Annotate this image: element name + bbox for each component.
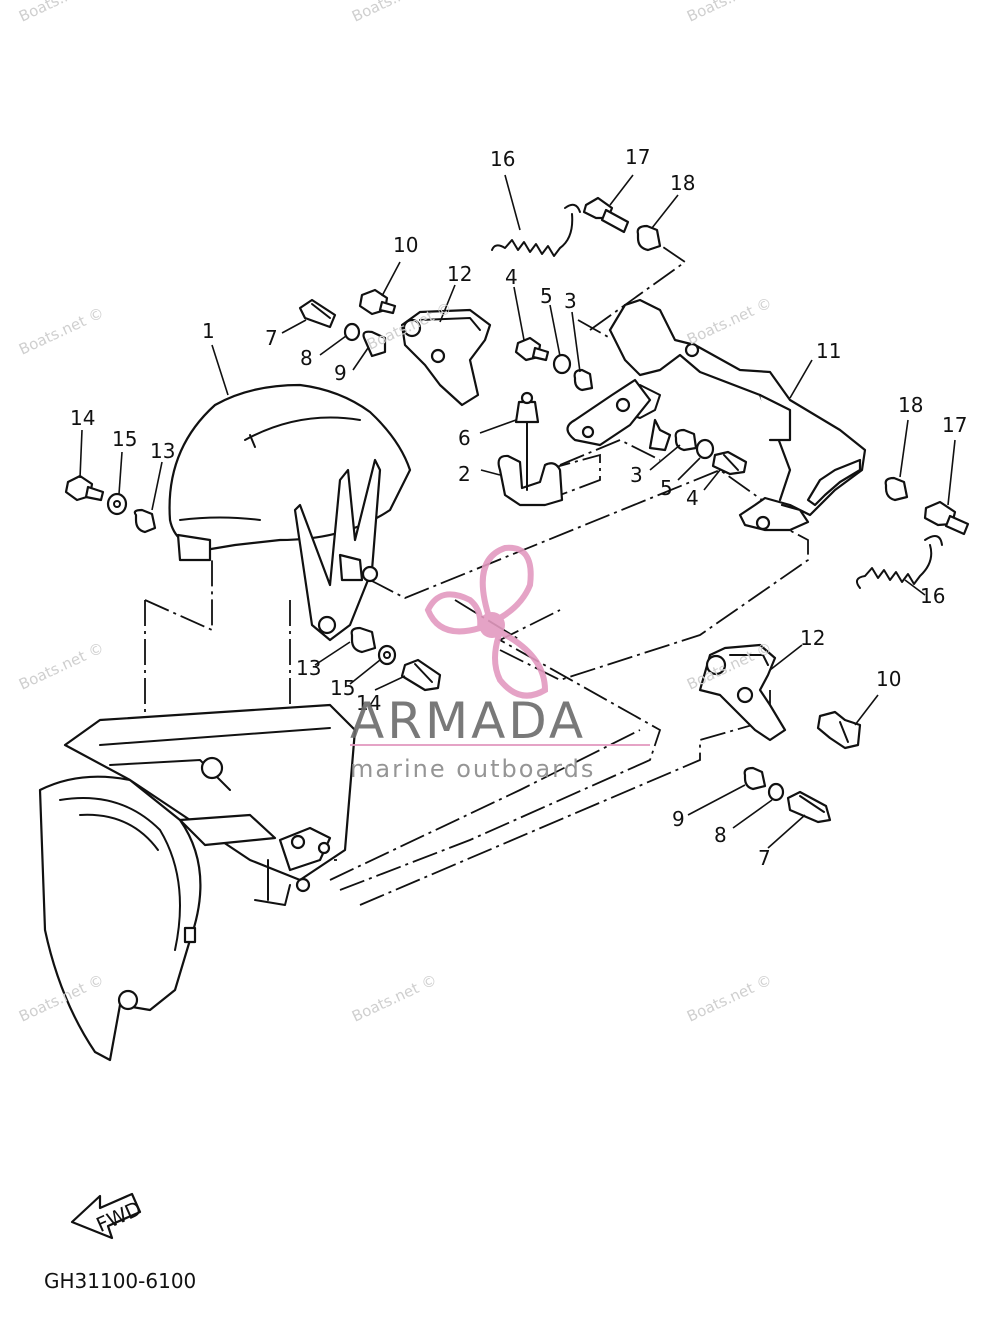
callout-9a: 9: [334, 361, 347, 385]
callout-5a: 5: [540, 284, 553, 308]
watermark-text: Boats.net ©: [16, 639, 107, 694]
washer-8-lower: [767, 782, 785, 802]
bushing-18-lower: [884, 476, 909, 502]
watermark-text: Boats.net ©: [16, 0, 107, 26]
left-bracket: [293, 458, 382, 642]
bolt-4-lower: [711, 450, 748, 476]
callout-12a: 12: [447, 262, 472, 286]
callout-12b: 12: [800, 626, 825, 650]
callout-5b: 5: [660, 476, 673, 500]
callout-13a: 13: [150, 439, 175, 463]
callout-10b: 10: [876, 667, 901, 691]
callout-8a: 8: [300, 346, 313, 370]
watermark-text: Boats.net ©: [684, 971, 775, 1026]
logo-tagline: marine outboards: [350, 755, 595, 783]
callout-18b: 18: [898, 393, 923, 417]
bushing-9-lower: [743, 766, 767, 791]
callout-7b: 7: [758, 846, 771, 870]
bolt-14-mid: [400, 658, 442, 692]
washer-8-upper: [343, 322, 361, 342]
part-2-u-clip: [497, 391, 564, 507]
callout-3b: 3: [630, 463, 643, 487]
propeller-icon: [424, 544, 549, 699]
stud-7-upper: [298, 298, 337, 329]
drawing-code: GH31100-6100: [44, 1269, 196, 1293]
callout-15a: 15: [112, 427, 137, 451]
callout-8b: 8: [714, 823, 727, 847]
callout-13b: 13: [296, 656, 321, 680]
callouts: 1 2 3 3 4 4 5 5 6 7 7 8 8 9 9 10 10 11 1…: [70, 145, 967, 870]
washer-5-upper: [552, 353, 572, 375]
part-11-bracket: [566, 298, 867, 532]
stud-7-lower: [786, 790, 832, 824]
callout-15b: 15: [330, 676, 355, 700]
part-12-clamp-upper: [400, 308, 492, 407]
bushing-3-upper: [573, 368, 594, 392]
bolt-14-left: [64, 474, 105, 502]
bushing-9-upper: [362, 330, 387, 358]
bolt-10-upper: [358, 288, 397, 316]
stud-17-upper: [582, 196, 630, 234]
callout-10a: 10: [393, 233, 418, 257]
callout-17b: 17: [942, 413, 967, 437]
bushing-13-mid: [350, 626, 377, 654]
bolt-4-upper: [514, 336, 550, 362]
watermark-text: Boats.net ©: [684, 294, 775, 349]
callout-1: 1: [202, 319, 215, 343]
callout-14b: 14: [356, 691, 381, 715]
callout-14a: 14: [70, 406, 95, 430]
callout-18a: 18: [670, 171, 695, 195]
watermark-text: Boats.net ©: [349, 971, 440, 1026]
spring-16-lower: [855, 544, 933, 589]
callout-3a: 3: [564, 289, 577, 313]
logo-name: ARMADA: [350, 692, 586, 750]
callout-9b: 9: [672, 807, 685, 831]
callout-11: 11: [816, 339, 841, 363]
part-12-clamp-lower: [698, 643, 787, 742]
fwd-arrow: FWD: [70, 1192, 145, 1240]
leader-lines: [79, 174, 956, 849]
bushing-18-upper: [636, 224, 662, 252]
lower-unit-housing: [38, 703, 357, 1062]
callout-16a: 16: [490, 147, 515, 171]
spring-16-upper: [491, 213, 574, 257]
armada-logo: ARMADA marine outboards: [350, 544, 650, 783]
bushing-13-left: [133, 508, 157, 534]
callout-6: 6: [458, 426, 471, 450]
hardware: [64, 196, 970, 824]
watermark-text: Boats.net ©: [349, 0, 440, 26]
callout-4a: 4: [505, 265, 518, 289]
watermark-text: Boats.net ©: [684, 0, 775, 26]
bolt-10-lower: [816, 710, 862, 750]
callout-2: 2: [458, 462, 471, 486]
callout-7a: 7: [265, 326, 278, 350]
washer-15-left: [106, 492, 128, 516]
callout-17a: 17: [625, 145, 650, 169]
washer-5-lower: [695, 438, 715, 460]
callout-4b: 4: [686, 486, 699, 510]
watermark-text: Boats.net ©: [16, 304, 107, 359]
callout-16b: 16: [920, 584, 945, 608]
washer-15-mid: [377, 644, 397, 666]
stud-17-lower: [923, 500, 970, 536]
